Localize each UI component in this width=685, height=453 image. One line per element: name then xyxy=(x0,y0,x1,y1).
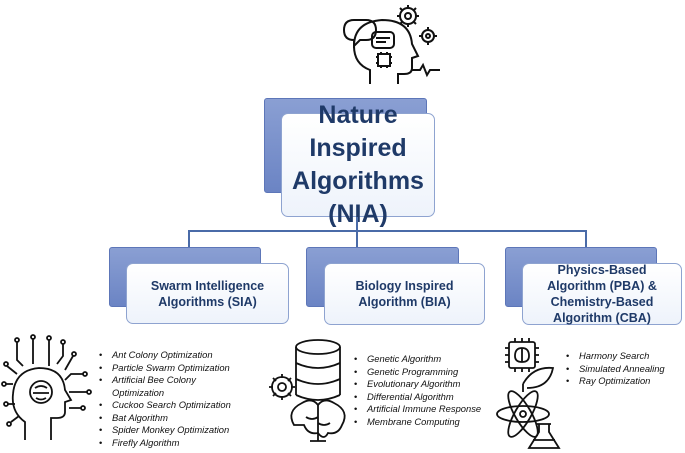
ai-head-icon xyxy=(1,334,92,440)
list-item: Evolutionary Algorithm xyxy=(354,378,514,391)
list-item: Ray Optimization xyxy=(566,375,681,388)
list-item: Cuckoo Search Optimization xyxy=(99,399,279,412)
root-title: Nature Inspired Algorithms (NIA) xyxy=(292,101,424,228)
list-item: Ant Colony Optimization xyxy=(99,349,279,362)
list-item: Particle Swarm Optimization xyxy=(99,362,279,375)
category-pba: Physics-Based Algorithm (PBA) & Chemistr… xyxy=(522,263,682,325)
pba-algorithm-list: Harmony Search Simulated Annealing Ray O… xyxy=(566,350,681,388)
list-item: Harmony Search xyxy=(566,350,681,363)
list-item: Membrane Computing xyxy=(354,416,514,429)
connector-horizontal xyxy=(188,230,586,232)
database-brain-icon xyxy=(269,339,346,442)
category-bia-title: Biology Inspired Algorithm (BIA) xyxy=(355,279,454,309)
category-bia: Biology Inspired Algorithm (BIA) xyxy=(324,263,485,325)
list-item: Spider Monkey Optimization xyxy=(99,424,279,437)
category-sia-title: Swarm Intelligence Algorithms (SIA) xyxy=(150,278,265,309)
list-item: Genetic Algorithm xyxy=(354,353,514,366)
list-item: Genetic Programming xyxy=(354,366,514,379)
category-pba-title: Physics-Based Algorithm (PBA) & Chemistr… xyxy=(547,263,657,325)
list-item: Bat Algorithm xyxy=(99,412,279,425)
bia-algorithm-list: Genetic Algorithm Genetic Programming Ev… xyxy=(354,353,514,428)
list-item: Artificial Immune Response xyxy=(354,403,514,416)
connector-middle xyxy=(356,230,358,248)
root-node: Nature Inspired Algorithms (NIA) xyxy=(281,101,435,228)
sia-algorithm-list: Ant Colony Optimization Particle Swarm O… xyxy=(99,349,279,449)
list-item: Simulated Annealing xyxy=(566,363,681,376)
list-item: Artificial Bee Colony Optimization xyxy=(99,374,232,399)
connector-root-down xyxy=(356,217,358,231)
chip-brain-atom-icon xyxy=(496,338,561,449)
head-gears-icon xyxy=(342,5,440,84)
list-item: Firefly Algorithm xyxy=(99,437,279,450)
category-sia: Swarm Intelligence Algorithms (SIA) xyxy=(126,263,289,324)
connector-left xyxy=(188,230,190,248)
list-item: Differential Algorithm xyxy=(354,391,514,404)
connector-right xyxy=(585,230,587,248)
